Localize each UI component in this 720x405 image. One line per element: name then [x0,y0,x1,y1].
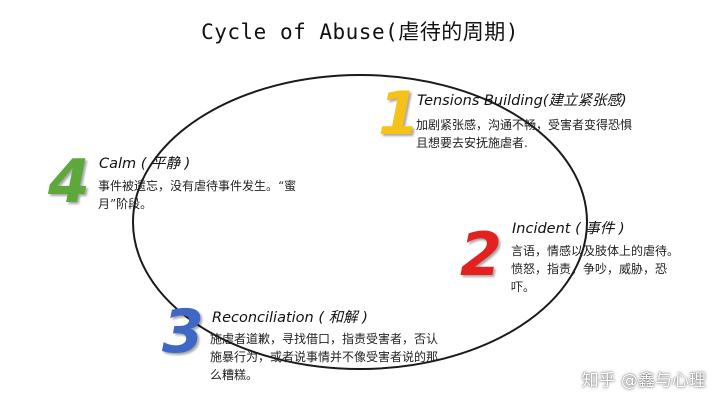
watermark: 知乎 @鑫与心理 [581,371,706,391]
stage-description-4: 事件被遗忘，没有虐待事件发生。“蜜月”阶段。 [98,179,297,211]
stage-number-2: 2 [460,220,502,290]
stage-description-3: 施虐者道歉，寻找借口，指责受害者，否认施暴行为，或者说事情并不像受害者说的那么糟… [210,332,439,382]
stage-title-1: Tensions Building(建立紧张感) [417,93,627,109]
stage-number-1: 1 [378,79,420,149]
stage-title-2: Incident ( 事件 ) [512,221,625,237]
stage-title-3: Reconciliation ( 和解 ) [212,310,368,326]
stage-number-3: 3 [162,297,204,367]
stage-description-2: 言语，情感以及肢体上的虐待。愤怒，指责，争吵，威胁，恐吓。 [511,244,680,294]
stage-title-4: Calm ( 平静 ) [99,156,191,172]
diagram-title: Cycle of Abuse(虐待的周期) [201,20,519,44]
stage-description-1: 加剧紧张感，沟通不畅，受害者变得恐惧且想要去安抚施虐者. [416,118,633,150]
stage-number-4: 4 [48,147,90,217]
